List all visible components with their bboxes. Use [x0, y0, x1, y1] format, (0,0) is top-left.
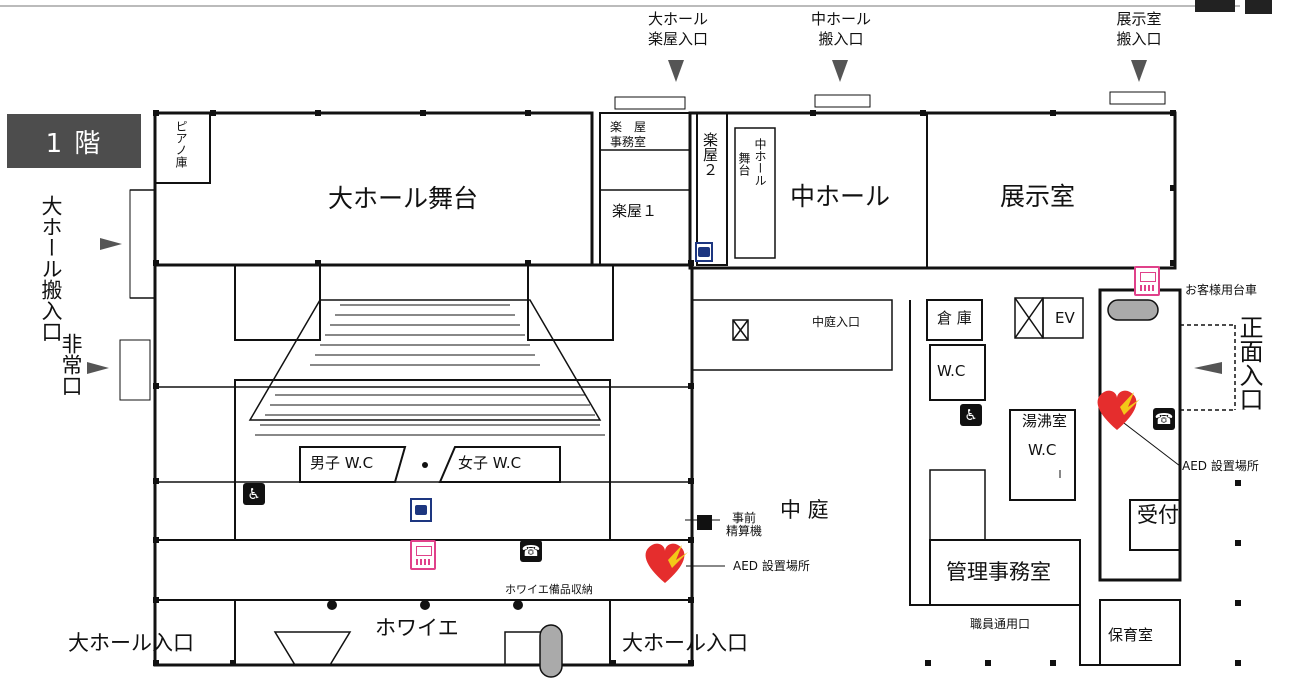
emergency-exit-label: 非常口 [59, 333, 83, 396]
wheelchair-icon: ♿ [960, 404, 982, 426]
green-room-office-label: 楽 屋 事務室 [610, 120, 647, 149]
nursery-label: 保育室 [1108, 626, 1154, 644]
phone-icon: ☎ [1153, 408, 1175, 430]
exhibition-loading-label: 展示室 搬入口 [1116, 10, 1162, 48]
green-room-1-label: 楽屋１ [612, 202, 658, 220]
locker-icon [695, 242, 713, 262]
aed-location-left-label: AED 設置場所 [733, 559, 810, 573]
large-hall-loading-label: 大ホール搬入口 [39, 195, 63, 342]
aed-location-right-label: AED 設置場所 [1182, 459, 1259, 473]
exhibition-room-label: 展示室 [1000, 182, 1076, 211]
middle-hall-stage-label: 舞台 [737, 152, 751, 176]
wc-staff-label: W.C [937, 362, 966, 380]
middle-hall-stage-sub-label: 中ホール [753, 138, 767, 186]
aed-heart-icon [1097, 390, 1140, 430]
locker-icon [410, 498, 432, 522]
middle-hall-loading-label: 中ホール 搬入口 [810, 10, 871, 48]
womens-wc-label: 女子 W.C [458, 454, 522, 472]
top-bar-block [1195, 0, 1235, 12]
large-hall-entrance-left: 大ホール入口 [68, 631, 194, 655]
foyer-storage-label: ホワイエ備品収納 [505, 583, 593, 596]
kitchenette-label: 湯沸室 [1022, 412, 1068, 430]
arrow-down-icon [832, 60, 848, 82]
vending-machine-icon [410, 540, 436, 570]
green-room-2-label: 楽屋２ [701, 132, 719, 177]
storage-label: 倉 庫 [937, 309, 972, 327]
top-bar-block [1245, 0, 1272, 14]
prepay-machine-label: 事前 精算機 [726, 511, 763, 539]
admin-office-label: 管理事務室 [946, 560, 1051, 584]
wheelchair-icon: ♿ [243, 483, 265, 505]
phone-icon: ☎ [520, 540, 542, 562]
prepay-machine-icon [697, 515, 712, 530]
vending-machine-icon [1134, 266, 1160, 296]
arrow-right-icon [100, 238, 122, 250]
middle-hall-label: 中ホール [790, 182, 891, 211]
floor-badge: 1 階 [7, 114, 141, 168]
customer-cart-label: お客様用台車 [1185, 283, 1258, 297]
arrow-down-icon [668, 60, 684, 82]
arrow-left-icon [1194, 362, 1222, 374]
large-hall-stage-label: 大ホール舞台 [328, 184, 479, 213]
main-entrance-label: 正面入口 [1235, 315, 1263, 411]
wc-office-label: W.C [1028, 441, 1057, 459]
staff-entrance-label: 職員通用口 [970, 617, 1031, 631]
foyer-label: ホワイエ [375, 616, 459, 640]
elevator-label: EV [1055, 309, 1075, 327]
mens-wc-label: 男子 W.C [310, 454, 374, 472]
arrow-right-icon [87, 362, 109, 374]
courtyard-label: 中 庭 [780, 498, 829, 522]
courtyard-entrance-label: 中庭入口 [812, 315, 861, 329]
large-hall-entrance-right: 大ホール入口 [622, 631, 748, 655]
aed-heart-icon [645, 543, 688, 583]
piano-storage-label: ピアノ庫 [174, 120, 188, 168]
large-hall-backstage-entrance-label: 大ホール 楽屋入口 [647, 10, 708, 48]
reception-label: 受付 [1137, 503, 1179, 527]
arrow-down-icon [1131, 60, 1147, 82]
